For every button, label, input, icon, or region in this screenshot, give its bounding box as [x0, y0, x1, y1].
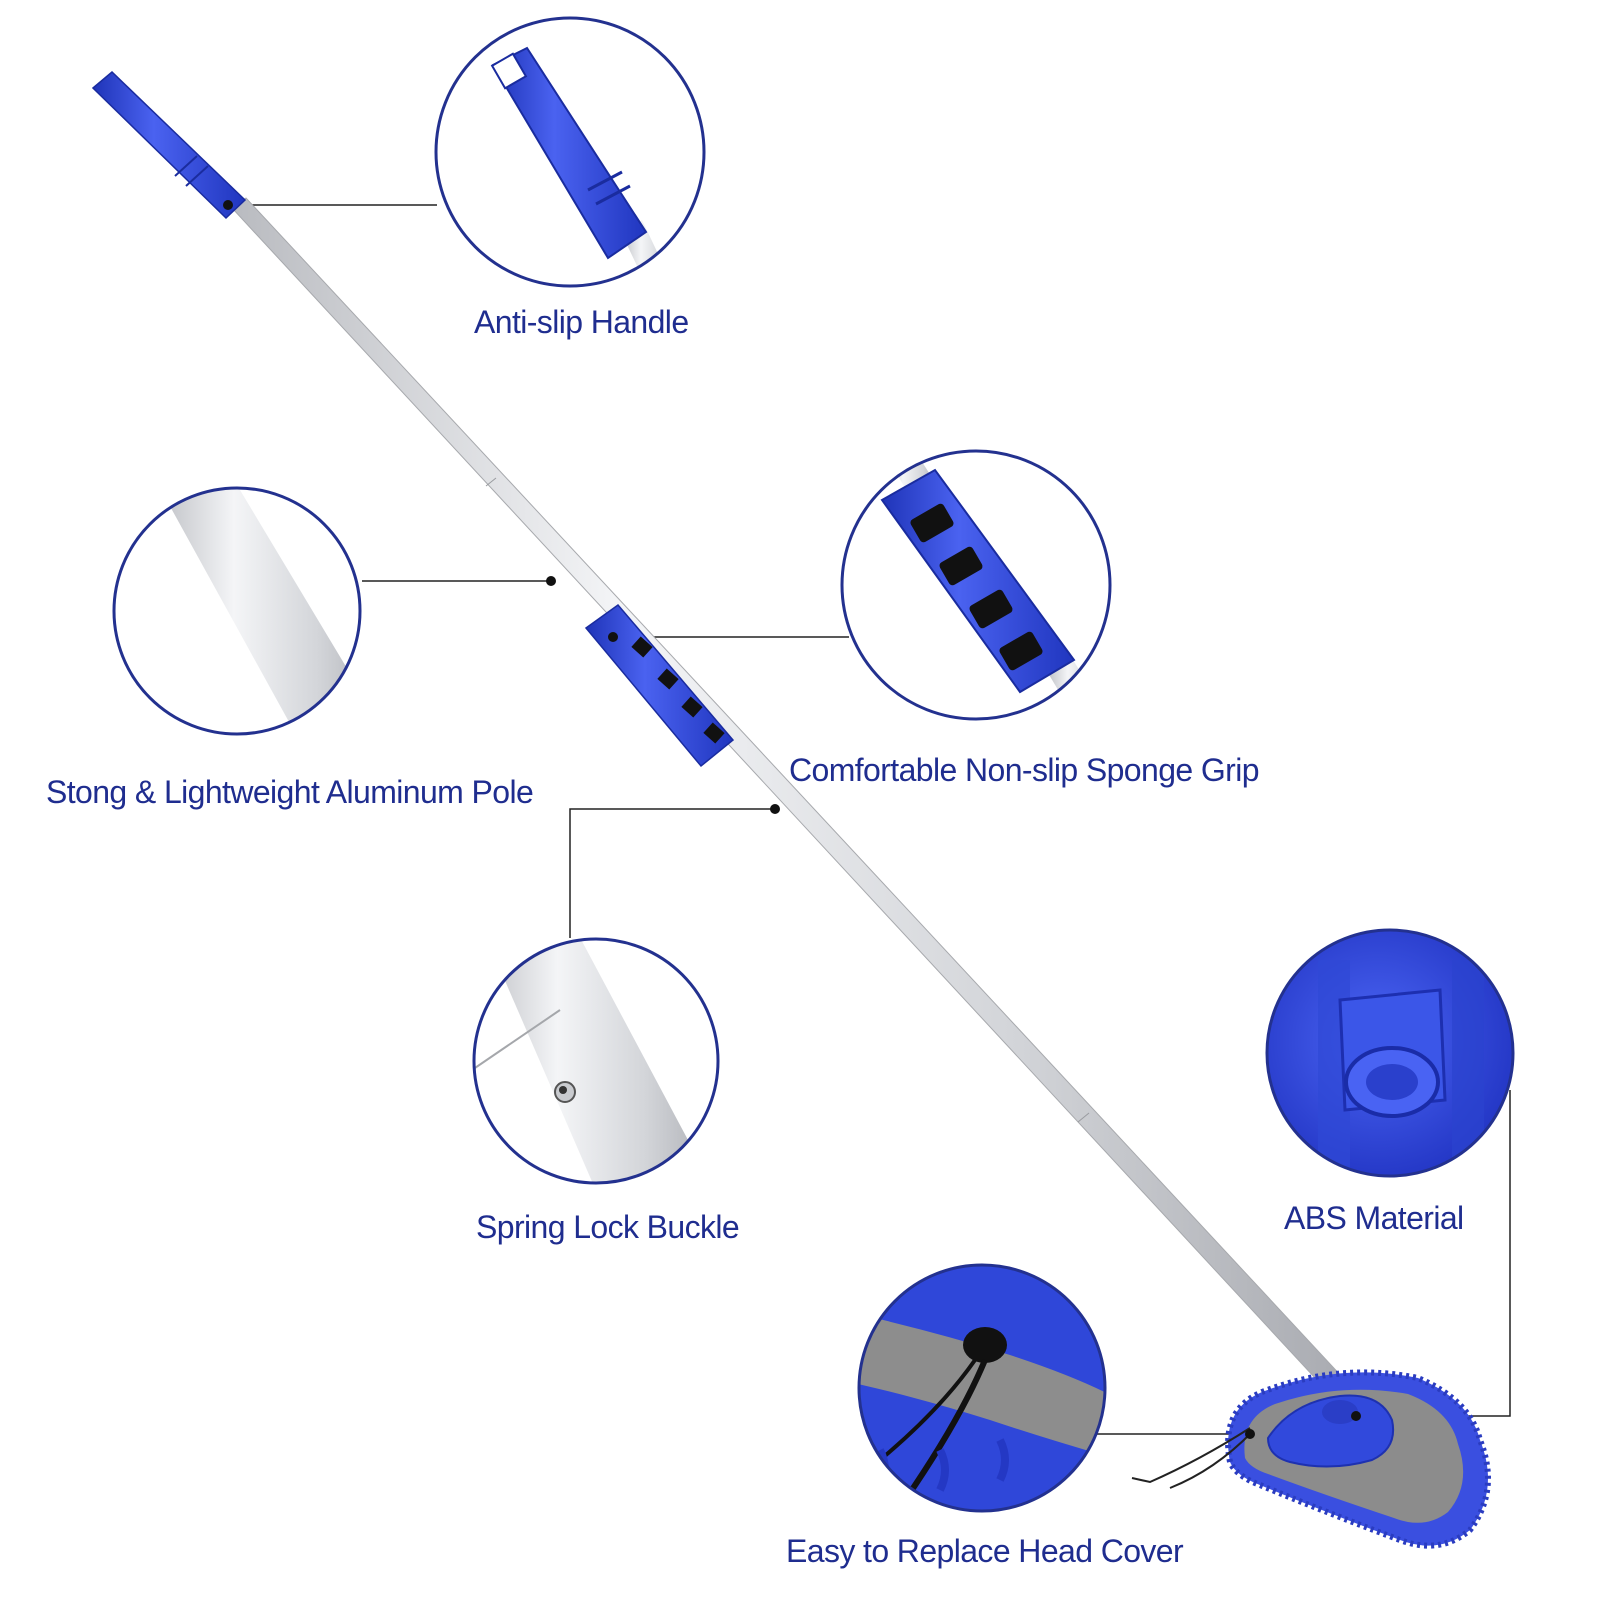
- detail-circle-cover: [857, 1263, 1107, 1513]
- label-anti-slip-handle: Anti-slip Handle: [474, 304, 689, 340]
- label-head-cover: Easy to Replace Head Cover: [786, 1533, 1184, 1569]
- mop-main: [91, 70, 1491, 1549]
- sponge-grip-shape: [584, 603, 735, 768]
- label-abs-material: ABS Material: [1284, 1200, 1464, 1236]
- detail-circle-handle: [434, 16, 706, 288]
- mop-head-shape: [1131, 1369, 1491, 1549]
- leader-line-buckle: [569, 808, 775, 938]
- detail-circle-buckle: [472, 937, 720, 1185]
- handle-shape: [91, 70, 247, 220]
- label-aluminum-pole: Stong & Lightweight Aluminum Pole: [46, 774, 534, 810]
- label-sponge-grip: Comfortable Non-slip Sponge Grip: [789, 752, 1260, 788]
- detail-circle-abs: [1265, 928, 1515, 1178]
- detail-circle-grip: [840, 449, 1112, 721]
- label-spring-lock-buckle: Spring Lock Buckle: [476, 1209, 740, 1245]
- detail-circle-pole: [112, 486, 362, 736]
- anchor-dots: [223, 200, 1361, 1439]
